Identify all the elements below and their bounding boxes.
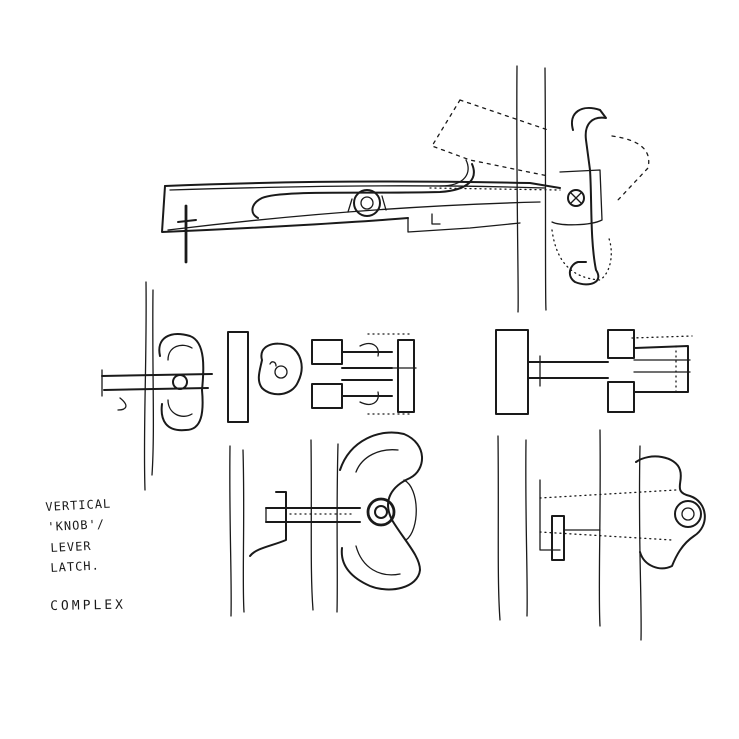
note-vertical: VERTICAL [45, 496, 112, 514]
latch-elevation-middle [229, 431, 423, 617]
hook-curve-2 [439, 159, 469, 187]
strike-plate [397, 339, 415, 413]
pivot-knob-ticks [347, 195, 387, 213]
note-lever: LEVER [50, 538, 92, 555]
pivot-knob [353, 189, 381, 217]
right-spindle [527, 361, 609, 379]
right-pivot-center [681, 507, 695, 521]
jamb-block-lower [311, 383, 343, 409]
mid-handle [249, 491, 287, 557]
right-frame-line-4 [638, 445, 642, 641]
knob-rosette [257, 342, 303, 396]
mid-frame-line-2 [242, 449, 245, 613]
right-pivot-knob [674, 500, 702, 528]
latch-plan-section [227, 331, 417, 423]
c-handle-inner [355, 449, 401, 576]
right-lever-handle [551, 515, 565, 561]
frame-line-right [544, 67, 547, 311]
mid-frame-line-1 [229, 445, 232, 617]
right-frame-line-2 [525, 439, 528, 617]
mid-pivot-knob [366, 497, 396, 527]
bolt-curls [359, 342, 379, 406]
bolt-lines [341, 351, 393, 397]
catch-screw [567, 189, 585, 207]
lever-bar-mid [167, 201, 541, 231]
right-frame-line-3 [598, 429, 601, 627]
swing-ghost-top [459, 99, 549, 131]
mid-frame-line-4 [336, 443, 339, 613]
right-block-lower [607, 381, 635, 413]
note-complex: COMPLEX [50, 597, 127, 614]
left-pin-cross [177, 219, 197, 223]
dotted-center [429, 187, 561, 191]
plan-dotted [367, 333, 411, 415]
right-escutcheon [635, 455, 706, 570]
end-plate-inner [167, 344, 193, 417]
c-catch-outer [568, 107, 607, 286]
right-bolt-box [633, 345, 689, 393]
end-spindle-hub [172, 374, 188, 390]
lever-bar-bottom [161, 185, 409, 233]
note-knob: 'KNOB'/ [47, 516, 106, 534]
mid-frame-line-3 [310, 439, 314, 611]
end-handle [117, 397, 127, 411]
jamb-block-upper [311, 339, 343, 365]
lever-bar-top-2 [169, 185, 546, 191]
end-spindle [101, 373, 213, 391]
note-latch: LATCH. [50, 558, 101, 575]
latch-plan-section-right [495, 329, 693, 415]
dotted-swing [551, 229, 612, 281]
hook-curve [251, 163, 475, 219]
knob-spindle [274, 365, 288, 379]
c-catch-plate [551, 169, 603, 226]
swing-ghost-left [431, 99, 549, 177]
right-dotted [631, 335, 693, 395]
right-frame-line-1 [497, 435, 501, 621]
lever-bar-step [407, 217, 521, 233]
latch-elevation-right [497, 429, 706, 641]
wall-hatched-right [495, 329, 529, 415]
lever-latch-elevation [161, 65, 650, 313]
c-handle-outline [339, 431, 423, 591]
catch-screw-cross [570, 192, 582, 204]
latch-end-section [101, 281, 213, 491]
right-dotted-taper [539, 489, 677, 541]
mid-guard [403, 479, 417, 541]
pivot-knob-center [360, 196, 374, 210]
wall-hatched-left [227, 331, 249, 423]
door-edge-line-2 [151, 289, 155, 476]
right-bolt-lines [633, 359, 691, 373]
swing-ghost-right [611, 135, 650, 201]
lever-tab [431, 213, 441, 225]
end-plate-outline [158, 333, 205, 432]
knob-detail [269, 361, 277, 367]
mid-bolt [265, 507, 361, 523]
mid-pivot-center [374, 505, 388, 519]
lever-bar-top [164, 180, 561, 189]
door-edge-line-1 [143, 281, 147, 491]
frame-line-left [516, 65, 519, 313]
right-bracket [539, 479, 561, 551]
right-block-upper [607, 329, 635, 359]
